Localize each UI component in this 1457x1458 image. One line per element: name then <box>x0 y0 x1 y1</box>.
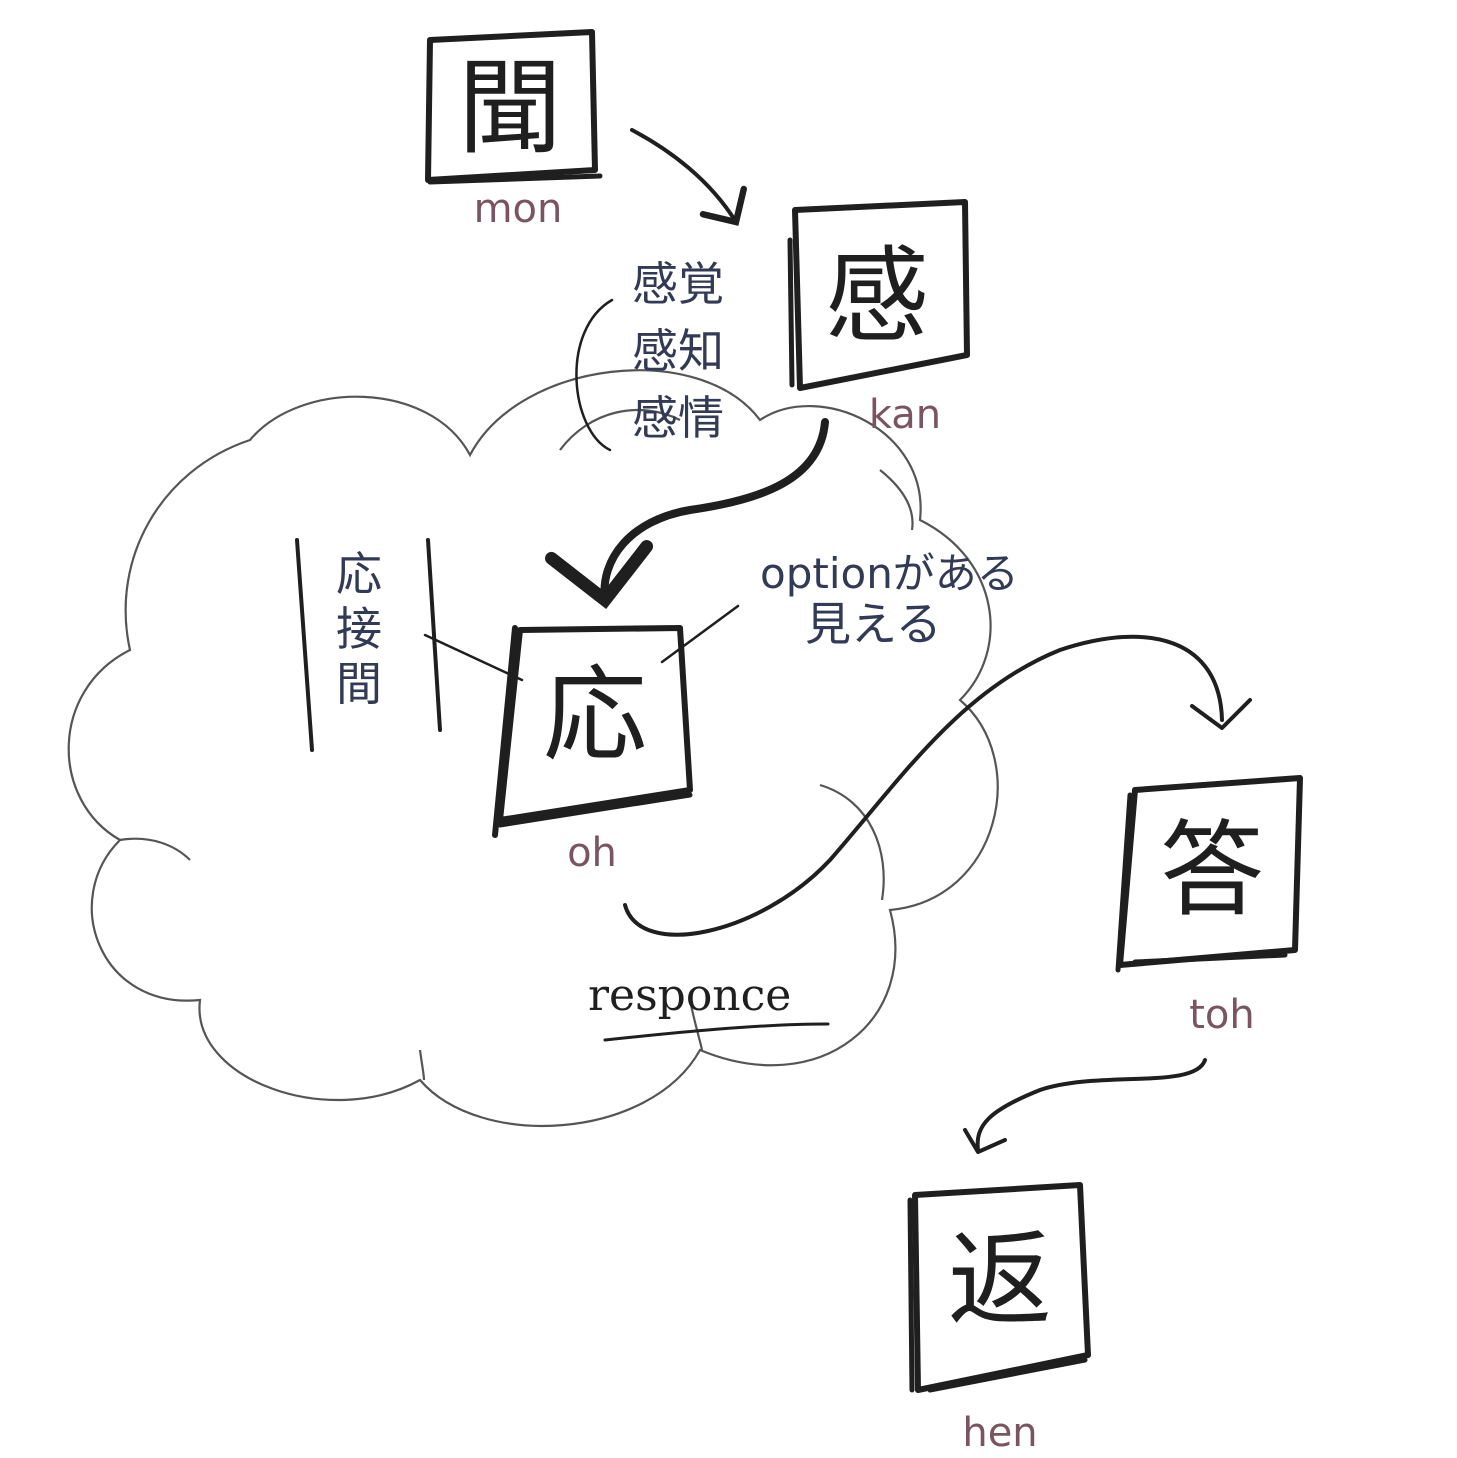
kan-words-bracket <box>575 298 614 452</box>
kan-word-3: 感情 <box>632 391 724 445</box>
arrow-mon-to-kan <box>630 128 747 226</box>
oh-word-2: 接 <box>336 602 382 656</box>
oh-words-note: 応 接 間 <box>336 547 382 711</box>
node-mon-reading: mon <box>474 186 563 232</box>
oh-word-3: 間 <box>336 657 382 711</box>
kan-words-note: 感覚 感知 感情 <box>632 257 724 445</box>
kan-word-1: 感覚 <box>632 257 724 311</box>
arrow-kan-to-oh <box>545 418 829 609</box>
node-oh-reading: oh <box>567 830 617 876</box>
node-hen: 返 hen <box>907 1182 1091 1456</box>
node-kan-kanji: 感 <box>825 235 929 357</box>
line-option-to-oh <box>660 604 740 664</box>
node-oh: 応 oh <box>492 625 693 876</box>
node-toh: 答 toh <box>1115 775 1303 1038</box>
responce-label: responce <box>588 970 791 1021</box>
kan-word-2: 感知 <box>632 324 724 378</box>
oh-words-bracket-left <box>295 538 314 752</box>
option-line-1: optionがある <box>760 549 1019 598</box>
node-hen-kanji: 返 <box>948 1219 1052 1341</box>
node-oh-kanji: 応 <box>543 654 647 776</box>
node-hen-reading: hen <box>962 1410 1037 1456</box>
node-mon: 聞 mon <box>425 29 603 232</box>
arrowhead-toh <box>1190 698 1252 730</box>
node-toh-kanji: 答 <box>1160 809 1264 931</box>
option-line-2: 見える <box>805 597 942 651</box>
arrow-toh-to-hen <box>975 1058 1207 1152</box>
option-note: optionがある 見える <box>760 549 1019 651</box>
arrow-responce-to-toh <box>623 634 1224 937</box>
node-kan: 感 kan <box>787 199 970 438</box>
line-oh-words-to-oh <box>423 633 524 682</box>
node-toh-reading: toh <box>1189 992 1255 1038</box>
responce-underline <box>603 1022 830 1042</box>
oh-word-1: 応 <box>336 547 382 601</box>
arrowhead-hen <box>963 1128 1007 1154</box>
cloud-shape <box>67 369 999 1127</box>
oh-words-bracket-right <box>426 538 442 732</box>
node-kan-reading: kan <box>869 392 941 438</box>
node-mon-kanji: 聞 <box>458 47 562 169</box>
